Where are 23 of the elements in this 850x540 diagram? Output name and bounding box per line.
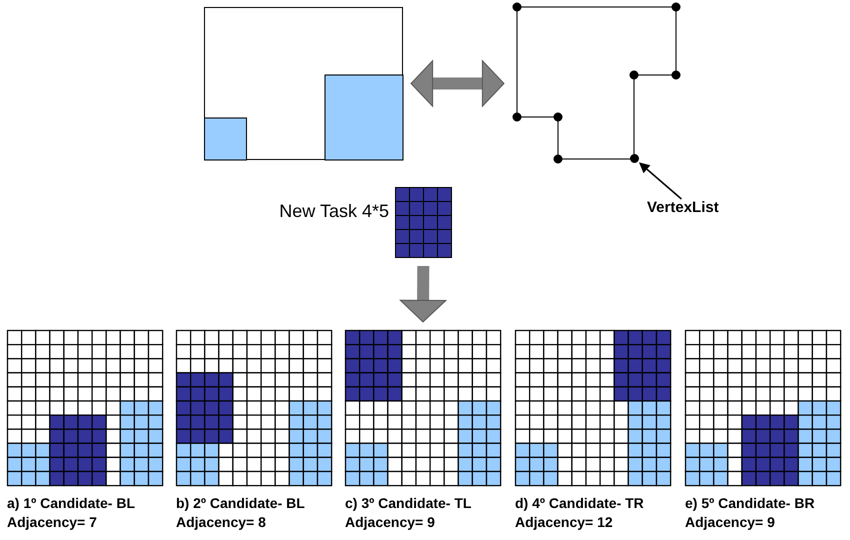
caption-text: Adjacency= 8 (176, 514, 266, 530)
caption-text: Adjacency= 9 (345, 514, 435, 530)
caption-text: a) 1º Candidate- BL (7, 495, 136, 511)
grid-drawing (685, 330, 840, 485)
caption-text: Adjacency= 9 (685, 514, 775, 530)
grid-drawing (7, 330, 162, 485)
caption-text: d) 4º Candidate- TR (515, 495, 644, 511)
container-drawing (204, 7, 403, 160)
caption-text: Adjacency= 7 (7, 514, 97, 530)
task-grid-drawing (395, 187, 452, 258)
task-caption: New Task 4*5 (279, 201, 389, 222)
grid-drawing (176, 330, 331, 485)
label-text: VertexList (647, 199, 739, 219)
leader-line (639, 162, 682, 200)
down-arrow (400, 266, 446, 322)
caption-text: c) 3º Candidate- TL (345, 495, 472, 511)
caption-text: e) 5º Candidate- BR (685, 495, 815, 511)
caption-text: b) 2º Candidate- BL (176, 495, 305, 511)
grid-drawing (345, 330, 500, 485)
double-arrow (410, 60, 504, 107)
grid-drawing (515, 330, 670, 485)
caption-text: Adjacency= 12 (515, 514, 613, 530)
vertex-dot (630, 154, 639, 163)
